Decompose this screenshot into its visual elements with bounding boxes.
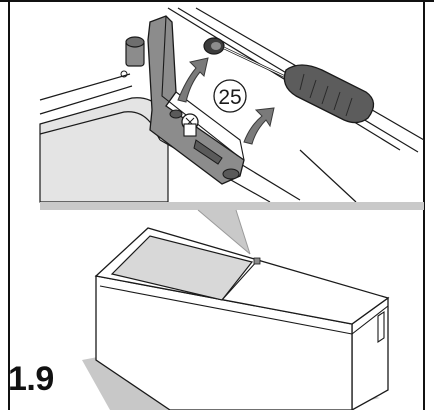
cavity-inner-edge: [39, 111, 161, 141]
callout-circle: [213, 79, 247, 113]
detail-view: 25: [39, 7, 425, 203]
freezer-cavity: [39, 97, 169, 203]
zoom-connector: [40, 202, 424, 255]
glass-lid: [110, 235, 254, 301]
callout-part-number: 25: [218, 86, 241, 109]
screwdriver-icon: [223, 46, 375, 124]
hinge-bracket-icon: [125, 15, 245, 185]
step-number: 1.9: [8, 360, 54, 398]
hinge-hole: [120, 70, 128, 78]
screw-icon: [203, 37, 225, 55]
freezer-chest-icon: [82, 227, 390, 412]
arrow-icon: [177, 57, 275, 145]
